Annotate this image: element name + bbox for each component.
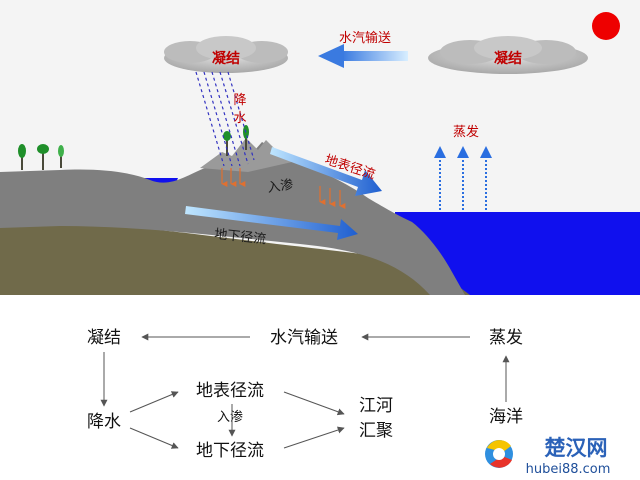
tree-icon — [37, 144, 49, 154]
trees — [18, 125, 249, 170]
vapor-transport-arrow: 水汽输送 — [318, 30, 408, 68]
evaporation-arrows — [434, 146, 492, 210]
flow-node-groundwater-runoff: 地下径流 — [196, 441, 264, 461]
infiltration-label: 入渗 — [266, 177, 294, 195]
flow-node-rivers-1: 江河 — [359, 396, 393, 416]
cloud-left: 凝结 — [164, 36, 288, 73]
cloud-right-label: 凝结 — [494, 50, 522, 67]
flow-node-evaporation: 蒸发 — [489, 328, 523, 348]
groundwater-runoff-arrow: 地下径流 — [185, 206, 358, 247]
arrow-precipitation-to-groundwater — [129, 427, 179, 449]
mountain — [200, 138, 292, 172]
flow-node-infiltration: 入渗 — [217, 410, 243, 425]
flow-arrows — [100, 333, 510, 449]
vapor-transport-label: 水汽输送 — [339, 30, 391, 46]
scene-panel: 凝结 凝结 水汽输送 降 水 地表径流 — [0, 0, 640, 295]
flow-node-ocean: 海洋 — [489, 407, 523, 427]
cloud-left-label: 凝结 — [212, 50, 240, 67]
tree-icon — [223, 131, 231, 141]
soil-layer — [0, 222, 470, 295]
flow-node-condensation: 凝结 — [87, 328, 121, 348]
arrow-precipitation-to-surface — [129, 391, 179, 413]
flow-node-rivers-2: 汇聚 — [359, 421, 393, 441]
watermark-brand: 楚汉网 — [545, 436, 608, 460]
flow-node-precipitation: 降水 — [87, 412, 121, 432]
sun-icon — [592, 12, 620, 40]
arrow-surface-to-rivers — [283, 391, 345, 416]
arrow-groundwater-to-rivers — [283, 426, 345, 449]
tree-icon — [18, 144, 26, 158]
flow-node-surface-runoff: 地表径流 — [196, 381, 264, 401]
infiltration-arrows — [221, 168, 346, 209]
flow-node-vapor-transport: 水汽输送 — [270, 328, 338, 348]
cloud-right: 凝结 — [428, 36, 588, 74]
precipitation-char-2: 水 — [233, 111, 246, 126]
groundwater-runoff-label: 地下径流 — [214, 227, 267, 247]
rain-lines — [195, 71, 255, 167]
tree-icon — [58, 145, 64, 157]
watermark-url: hubei88.com — [526, 462, 611, 477]
watermark: 楚汉网 hubei88.com — [485, 436, 610, 477]
evaporation-label: 蒸发 — [453, 124, 479, 140]
precipitation-char-1: 降 — [233, 93, 246, 108]
flowchart-panel: 凝结 水汽输送 蒸发 降水 地表径流 入渗 地下径流 江河 汇聚 海洋 楚 — [0, 295, 640, 480]
